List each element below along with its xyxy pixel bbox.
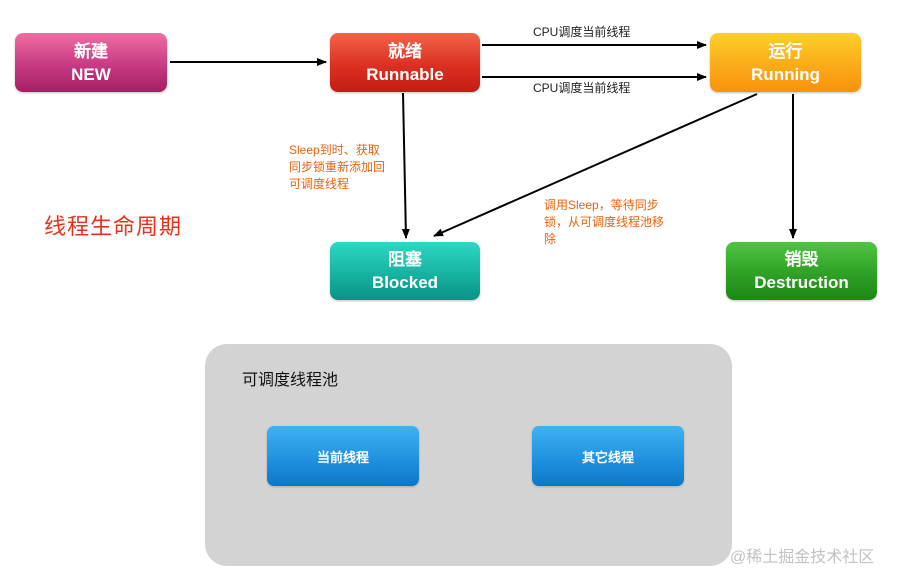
edge-label-running-to-runnable: CPU调度当前线程 [533, 81, 631, 95]
state-running-zh: 运行 [768, 41, 803, 61]
state-blocked: 阻塞 Blocked [330, 242, 480, 300]
state-running: 运行 Running [710, 33, 861, 92]
state-runnable: 就绪 Runnable [330, 33, 480, 92]
edge-label-line: 同步锁重新添加回 [289, 160, 386, 174]
edge-label-line: 锁，从可调度线程池移 [544, 215, 665, 229]
state-blocked-en: Blocked [371, 273, 439, 292]
edge-label-line: Sleep到时、获取 [289, 143, 380, 157]
edge-label-line: 调用Sleep，等待同步 [544, 198, 659, 212]
state-destruction-zh: 销毁 [784, 250, 819, 269]
state-running-en: Running [751, 64, 820, 84]
state-new-en: NEW [71, 64, 111, 84]
edge-label-line: 可调度线程 [289, 177, 350, 191]
state-new-zh: 新建 [74, 41, 108, 61]
edge-label-line: 除 [544, 232, 557, 246]
thread-pool-label: 可调度线程池 [242, 372, 339, 389]
state-destruction-en: Destruction [754, 273, 849, 292]
state-blocked-zh: 阻塞 [388, 250, 422, 269]
state-runnable-en: Runnable [366, 64, 444, 84]
arrow-runnable-to-blocked [401, 92, 410, 239]
arrow-running-to-blocked [433, 93, 758, 237]
watermark: @稀土掘金技术社区 [730, 549, 875, 566]
state-runnable-zh: 就绪 [388, 41, 422, 61]
state-new: 新建 NEW [15, 33, 167, 92]
diagram-title: 线程生命周期 [44, 214, 183, 239]
edge-label-blocked-to-runnable: Sleep到时、获取 同步锁重新添加回 可调度线程 [289, 142, 385, 193]
edge-label-running-to-blocked: 调用Sleep，等待同步 锁，从可调度线程池移 除 [544, 197, 664, 248]
edge-label-runnable-to-running: CPU调度当前线程 [533, 25, 631, 39]
other-threads-box: 其它线程 [532, 426, 684, 486]
state-destruction: 销毁 Destruction [726, 242, 877, 300]
current-thread-box: 当前线程 [267, 426, 419, 486]
